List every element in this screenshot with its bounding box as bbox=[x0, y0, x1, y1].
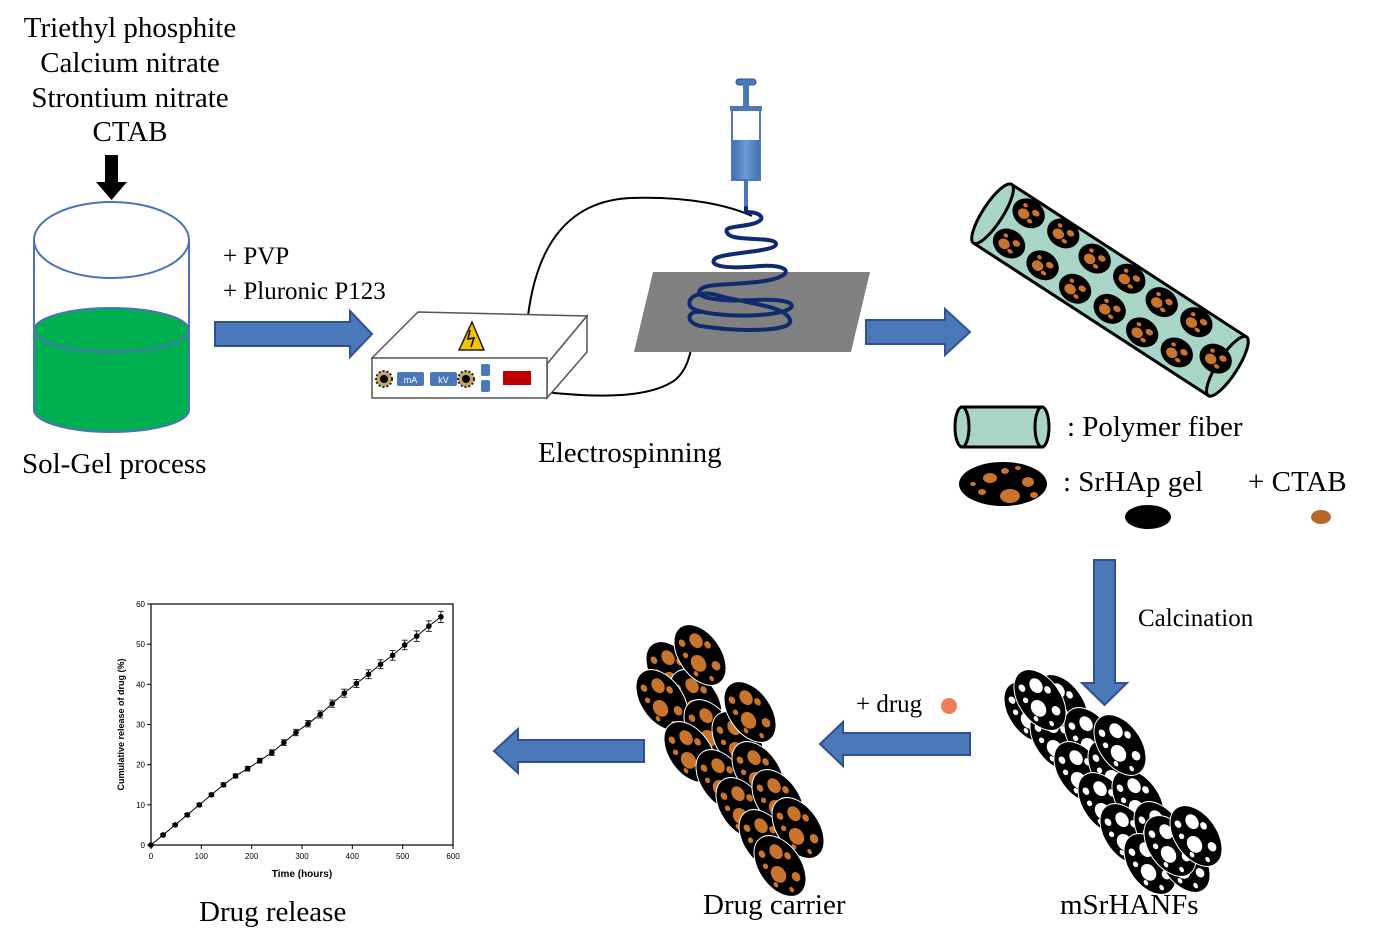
msrhanfs-cluster bbox=[1003, 669, 1223, 895]
data-point bbox=[172, 822, 178, 828]
drug-dot-icon bbox=[941, 698, 957, 714]
drug-carrier-disk bbox=[673, 624, 727, 686]
data-point bbox=[426, 623, 432, 629]
calcination-label: Calcination bbox=[1138, 605, 1254, 632]
x-tick-label: 0 bbox=[149, 852, 154, 861]
y-tick-label: 50 bbox=[136, 640, 145, 649]
data-point bbox=[317, 711, 323, 718]
switch-lower bbox=[481, 380, 490, 392]
data-point bbox=[365, 671, 372, 678]
high-voltage-supply: mA kV bbox=[370, 311, 589, 401]
x-tick-label: 200 bbox=[245, 852, 259, 861]
kv-button-label: kV bbox=[438, 375, 449, 385]
msrhanf-disk bbox=[1013, 669, 1067, 731]
x-tick-label: 100 bbox=[195, 852, 209, 861]
y-tick-label: 20 bbox=[136, 761, 145, 770]
additive-p123-label: + Pluronic P123 bbox=[223, 278, 386, 305]
data-point bbox=[401, 642, 408, 648]
add-drug-label: + drug bbox=[856, 691, 923, 718]
collector-plate bbox=[634, 272, 870, 352]
data-point bbox=[148, 842, 154, 848]
data-point bbox=[232, 773, 239, 779]
reagent-4: CTAB bbox=[92, 116, 168, 148]
data-point bbox=[389, 652, 396, 659]
polymer-fiber-with-gel bbox=[970, 182, 1250, 398]
data-point bbox=[269, 749, 275, 756]
data-point bbox=[184, 812, 191, 818]
drug-carrier-disk bbox=[723, 681, 777, 743]
chart-frame bbox=[150, 603, 454, 846]
arrow-to-fiber bbox=[865, 306, 972, 358]
electrospinning-label: Electrospinning bbox=[538, 437, 722, 469]
data-point bbox=[293, 729, 299, 736]
sol-gel-beaker bbox=[33, 201, 190, 433]
electrospun-jet bbox=[687, 206, 794, 332]
data-point bbox=[220, 781, 227, 788]
data-point bbox=[281, 739, 287, 746]
msrhanf-disk bbox=[1169, 805, 1223, 867]
knob-left-icon bbox=[375, 370, 393, 388]
kv-button bbox=[430, 372, 457, 386]
drug-carrier-cluster bbox=[635, 624, 825, 897]
y-tick-label: 30 bbox=[136, 721, 145, 730]
additive-pvp-label: + PVP bbox=[223, 243, 290, 270]
reagent-3: Strontium nitrate bbox=[31, 82, 229, 114]
data-point bbox=[305, 720, 311, 727]
ctab-symbol bbox=[1311, 510, 1331, 524]
y-axis-label: Cumulative release of drug (%) bbox=[116, 658, 126, 790]
data-point bbox=[329, 700, 336, 707]
arrow-drug-loading bbox=[818, 719, 971, 769]
ma-button bbox=[397, 372, 424, 386]
ma-button-label: mA bbox=[404, 375, 418, 385]
syringe-icon bbox=[730, 78, 762, 208]
x-tick-label: 300 bbox=[295, 852, 309, 861]
gel-solution bbox=[33, 329, 190, 433]
switch-upper bbox=[481, 364, 490, 376]
data-point bbox=[196, 802, 203, 808]
data-point bbox=[256, 757, 263, 764]
input-arrow bbox=[96, 155, 127, 200]
y-tick-label: 60 bbox=[136, 600, 145, 609]
arrow-to-drug-release bbox=[492, 726, 645, 776]
hazard-warning-icon bbox=[457, 320, 486, 351]
data-point bbox=[208, 791, 215, 798]
y-tick-label: 10 bbox=[136, 801, 145, 810]
drug-carrier-label: Drug carrier bbox=[703, 889, 846, 921]
voltage-display bbox=[503, 371, 531, 385]
x-tick-label: 600 bbox=[446, 852, 460, 861]
msrhanf-disk bbox=[1093, 714, 1147, 776]
reagent-1: Triethyl phosphite bbox=[23, 12, 237, 44]
data-point bbox=[160, 832, 166, 838]
legend-ctab-label: + CTAB bbox=[1248, 466, 1347, 498]
x-tick-label: 500 bbox=[396, 852, 410, 861]
data-point bbox=[244, 765, 251, 772]
legend-gel-label: : SrHAp gel bbox=[1063, 466, 1204, 498]
arrow-to-electrospinning bbox=[214, 308, 374, 360]
data-point bbox=[413, 633, 420, 639]
x-tick-label: 400 bbox=[346, 852, 360, 861]
y-tick-label: 40 bbox=[136, 680, 145, 689]
legend-gel-icon bbox=[959, 462, 1047, 506]
y-tick-label: 0 bbox=[141, 841, 146, 850]
data-point bbox=[341, 690, 348, 696]
sol-gel-label: Sol-Gel process bbox=[22, 448, 207, 480]
drug-carrier-disk bbox=[753, 835, 807, 897]
arrow-calcination bbox=[1079, 559, 1130, 707]
x-axis-label: Time (hours) bbox=[272, 869, 332, 880]
data-point bbox=[438, 614, 444, 620]
msrhanfs-label: mSrHANFs bbox=[1060, 889, 1199, 921]
srhap-gel-symbol bbox=[1125, 505, 1171, 529]
legend-fiber-label: : Polymer fiber bbox=[1067, 411, 1243, 443]
legend-fiber-icon bbox=[953, 405, 1051, 449]
data-point bbox=[353, 680, 360, 687]
reagent-2: Calcium nitrate bbox=[40, 47, 220, 79]
data-point bbox=[377, 661, 384, 668]
knob-right-icon bbox=[457, 370, 475, 388]
drug-release-label: Drug release bbox=[199, 896, 347, 928]
